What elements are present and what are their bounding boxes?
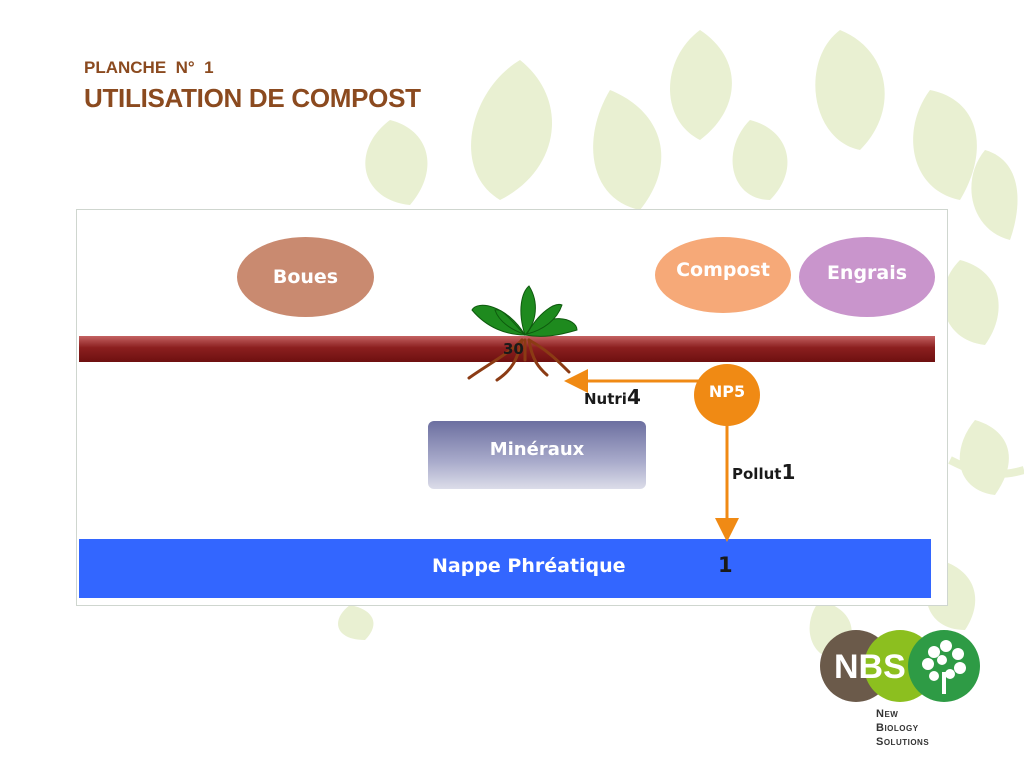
logo-mark: NBS — [834, 648, 906, 686]
nutri-label: Nutri4 — [584, 385, 641, 409]
nutri-value: 4 — [626, 385, 641, 409]
soil-layer — [79, 336, 935, 362]
nappe-phreatique-layer — [79, 539, 931, 598]
plant-value: 30 — [503, 340, 524, 358]
logo-line-1: New — [876, 708, 899, 720]
np5-node: NP5 — [694, 364, 760, 426]
pollut-text: Pollut — [732, 465, 782, 483]
mineraux-box: Minéraux — [428, 421, 646, 489]
pollut-label: Pollut1 — [732, 460, 795, 484]
slide-title: UTILISATION DE COMPOST — [84, 83, 421, 113]
nappe-phreatique-label: Nappe Phréatique — [432, 555, 626, 577]
logo-line-2: Biology — [876, 722, 919, 734]
nbs-logo: NBS — [820, 630, 980, 702]
diagram-connectors — [467, 285, 739, 542]
pollut-value: 1 — [781, 460, 796, 484]
boues-node: Boues — [237, 237, 374, 317]
nutri-text: Nutri — [584, 390, 627, 408]
plant-icon — [467, 285, 578, 382]
slide-subtitle: PLANCHE N° 1 — [84, 58, 214, 77]
logo-line-3: Solutions — [876, 736, 930, 748]
compost-node: Compost — [655, 237, 791, 313]
engrais-node: Engrais — [799, 237, 935, 317]
diagram-panel: Boues Compost Engrais Minéraux Nappe Phr… — [76, 209, 948, 606]
nappe-phreatique-value: 1 — [718, 553, 733, 577]
